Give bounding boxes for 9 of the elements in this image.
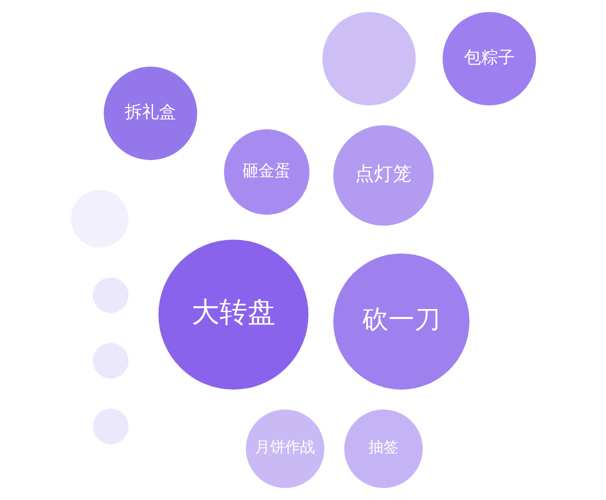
node-circle: 抽签 bbox=[344, 410, 422, 488]
node-circle: 拆礼盒 bbox=[103, 66, 197, 160]
node-circle: 大转盘 bbox=[158, 240, 308, 390]
node-circle: 月饼作战 bbox=[245, 410, 324, 488]
node-circle: 点灯笼 bbox=[332, 125, 434, 226]
node-circle: 砍一刀 bbox=[332, 253, 469, 390]
node-circle bbox=[322, 12, 416, 106]
node-circle: 包粽子 bbox=[442, 12, 536, 106]
node-circle: 砸金蛋 bbox=[224, 129, 309, 215]
